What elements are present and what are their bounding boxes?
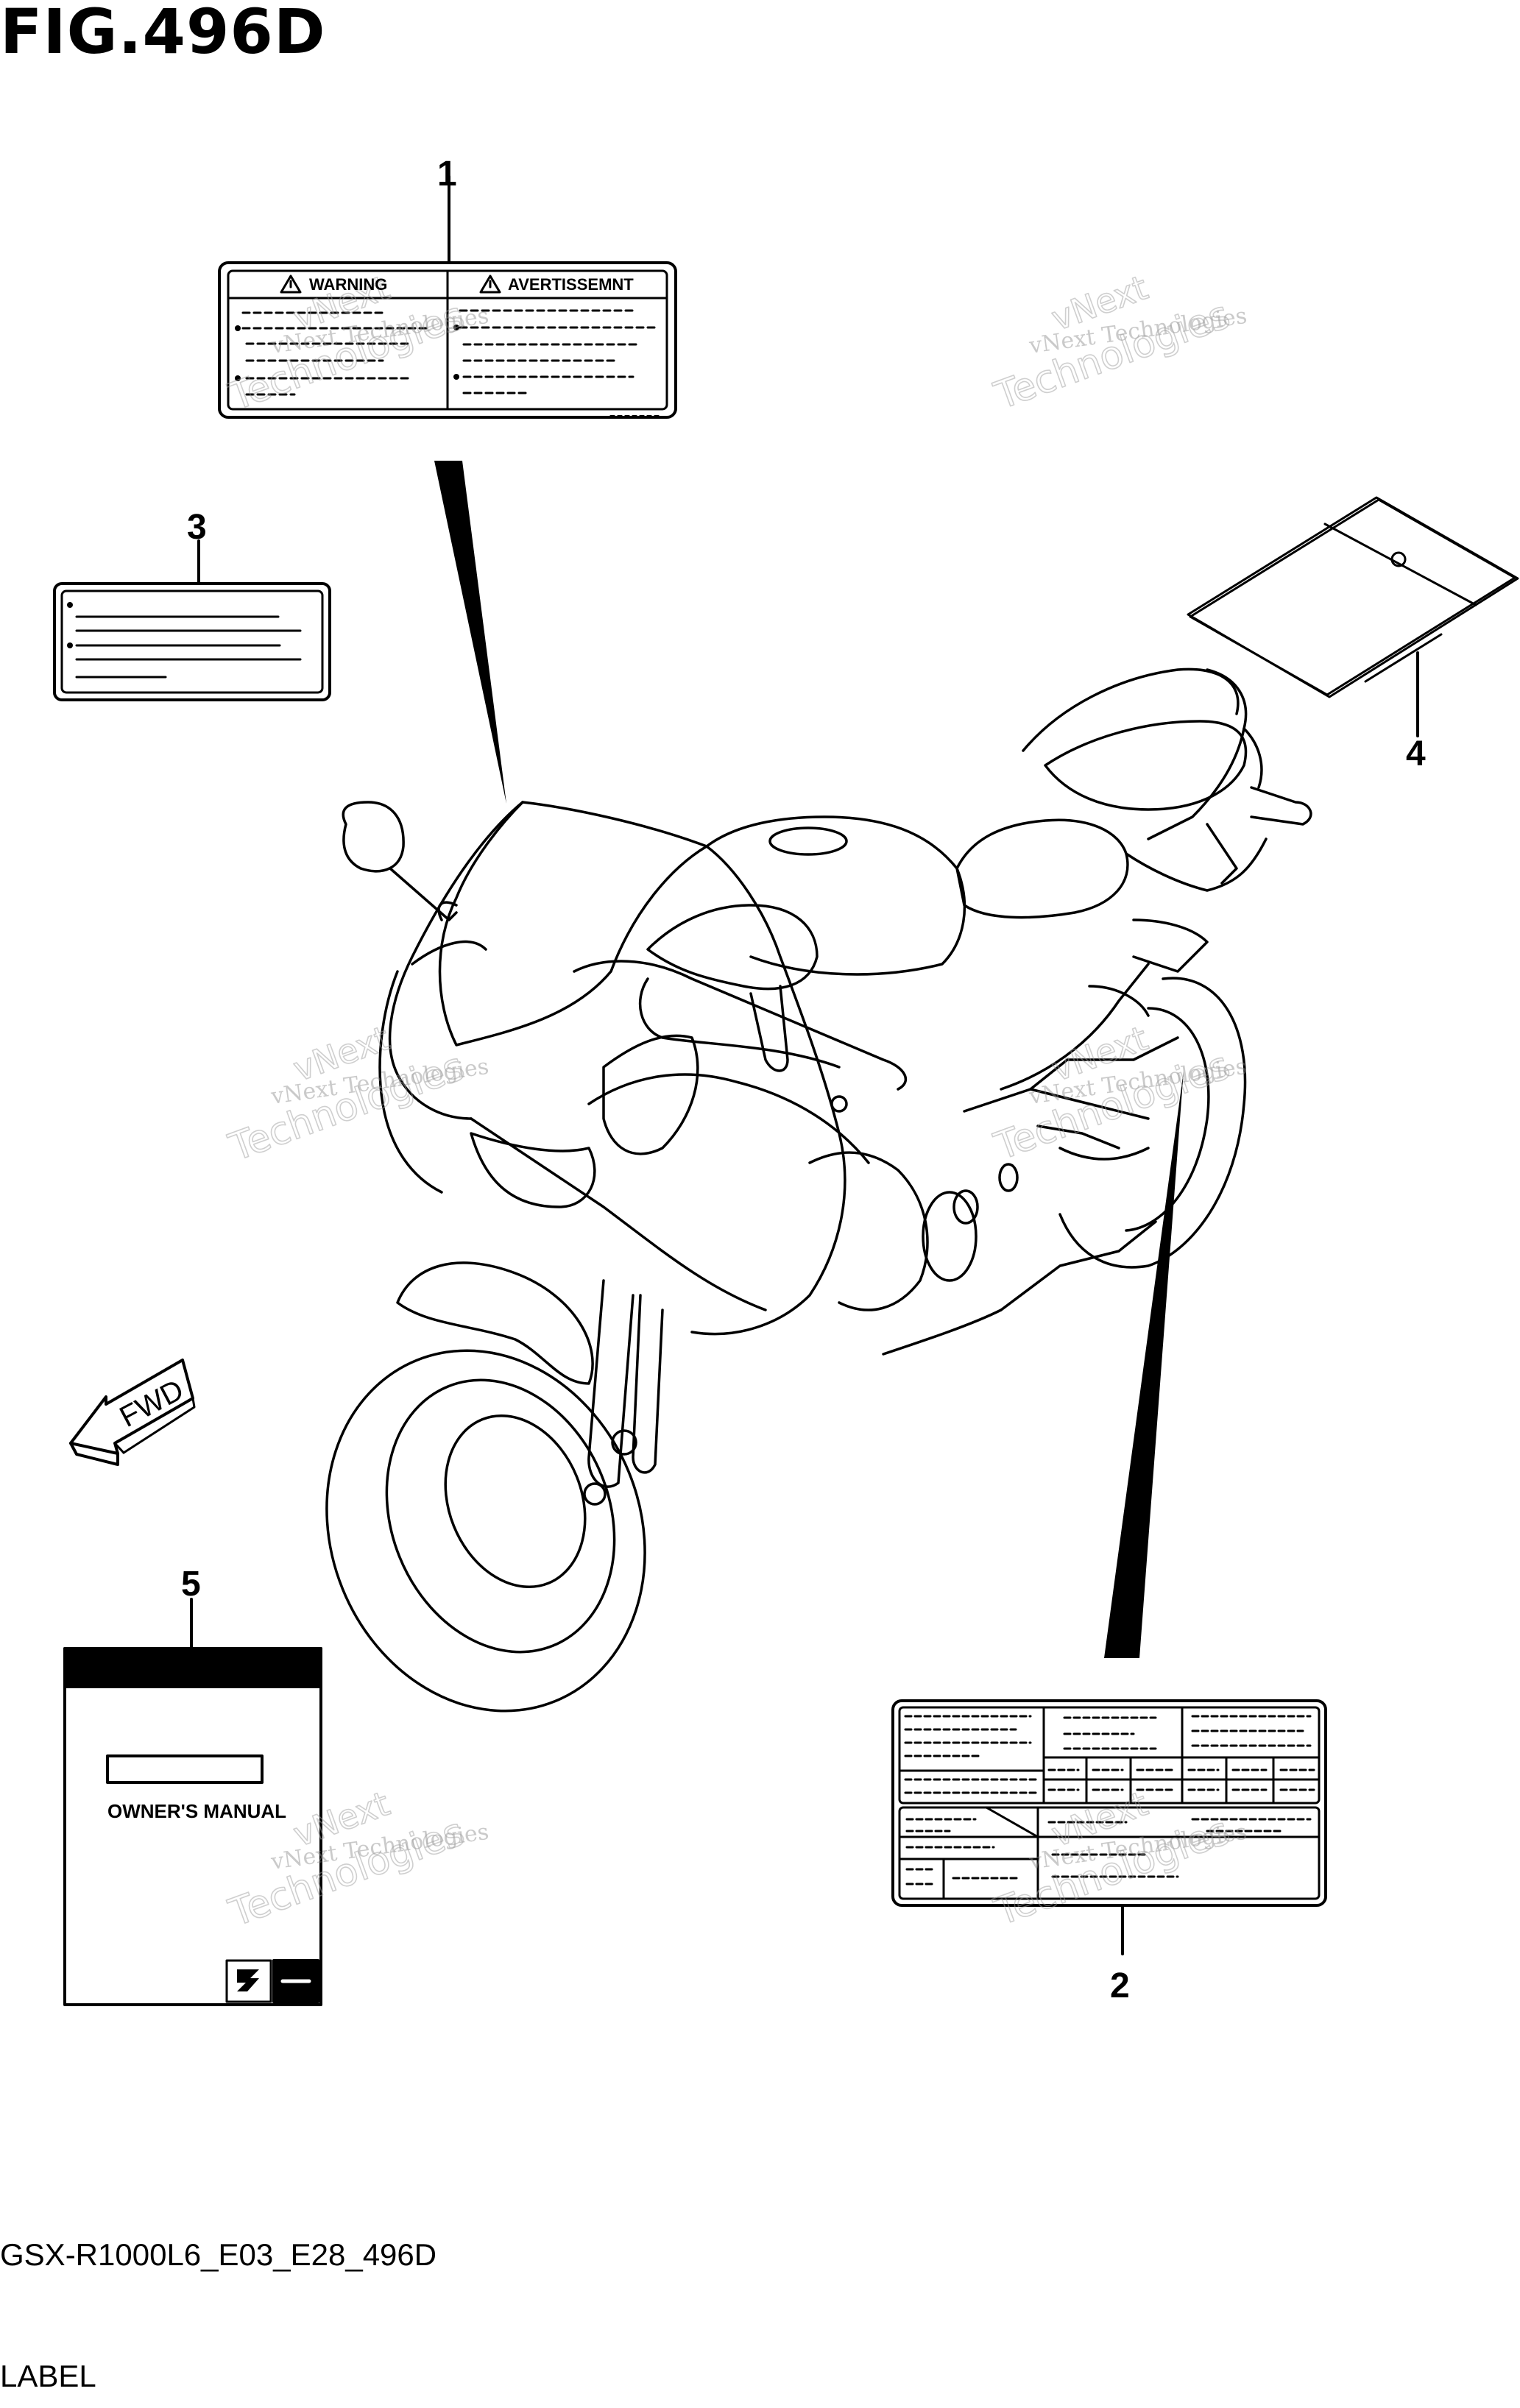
- callout-1: 1: [437, 155, 457, 194]
- suzuki-s-logo-icon: [237, 1969, 259, 1991]
- warning-triangle-icon: [479, 275, 501, 294]
- callout-4: 4: [1406, 734, 1426, 773]
- fwd-arrow-icon: [69, 1359, 196, 1466]
- label-2-table-label: [891, 1699, 1327, 1907]
- figure-title: FIG.496D: [0, 0, 326, 68]
- watermark-group: vNext Technologies vNext Technologies vN…: [223, 267, 1249, 1937]
- motorcycle-outline: [325, 667, 1312, 1713]
- warning-triangle-icon: [280, 275, 302, 294]
- label-1-left-heading: WARNING: [309, 275, 387, 294]
- leader-lines: [190, 175, 1419, 1955]
- fwd-arrow-text: FWD: [115, 1373, 189, 1434]
- label-5-owners-manual: [63, 1647, 322, 2006]
- label-1-right-heading: AVERTISSEMNT: [508, 275, 634, 294]
- label-1-warning-label: [218, 261, 677, 419]
- label-5-title: OWNER'S MANUAL: [107, 1800, 286, 1822]
- figure-caption: LABEL: [0, 2359, 96, 2393]
- label-3: [53, 582, 331, 701]
- callout-5: 5: [181, 1565, 201, 1604]
- callout-2: 2: [1110, 1966, 1130, 2005]
- label-4-sheet: [1187, 496, 1519, 698]
- callout-3: 3: [187, 508, 207, 547]
- figure-code: GSX-R1000L6_E03_E28_496D: [0, 2237, 437, 2272]
